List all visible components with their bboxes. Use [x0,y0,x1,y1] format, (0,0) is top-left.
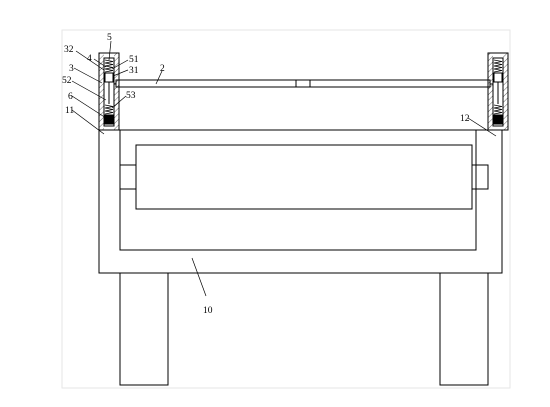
label-6: 6 [68,92,73,102]
left-leg [119,272,169,386]
leader-6 [71,95,107,119]
leader-2 [155,70,163,85]
leader-11 [71,109,105,135]
label-52: 52 [62,76,72,86]
cover-plate [115,79,491,88]
leader-53 [111,95,127,109]
leader-12 [467,117,497,137]
roller [135,144,473,210]
label-4: 4 [87,54,92,64]
label-51: 51 [129,55,139,65]
left-housing-hatch-outer [99,53,104,130]
label-2: 2 [160,64,165,74]
roller-shaft-left [119,164,137,190]
right-housing-hatch-left [488,53,493,130]
left-housing-hatch-right [114,53,119,130]
right-spring-top [493,59,503,73]
leader-5 [108,40,112,61]
label-31: 31 [129,66,139,76]
label-5: 5 [107,33,112,43]
label-12: 12 [460,114,470,124]
label-3: 3 [69,64,74,74]
label-32: 32 [64,45,74,55]
leader-3 [73,67,103,84]
leader-51 [111,59,129,70]
right-block [493,114,503,125]
drawing-border [61,29,511,389]
leader-lines [71,40,497,297]
right-slider [493,72,503,83]
left-spring-bottom [104,104,114,115]
leader-52 [71,80,107,101]
leader-31 [112,69,129,77]
base-inner-frame [119,129,477,251]
base-frame [98,129,503,274]
right-housing-hatch-outer [503,53,508,130]
left-slider [104,72,114,83]
roller-shaft-right [471,164,489,190]
label-11: 11 [65,106,74,116]
leader-10 [191,257,207,297]
label-53: 53 [126,91,136,101]
left-block-6 [104,114,114,125]
right-spring-bottom [493,104,503,115]
left-clamp-assembly [98,52,120,131]
right-leg [439,272,489,386]
right-clamp-assembly [487,52,509,131]
label-10: 10 [203,306,213,316]
leader-4 [93,58,107,68]
leader-32 [75,50,105,71]
